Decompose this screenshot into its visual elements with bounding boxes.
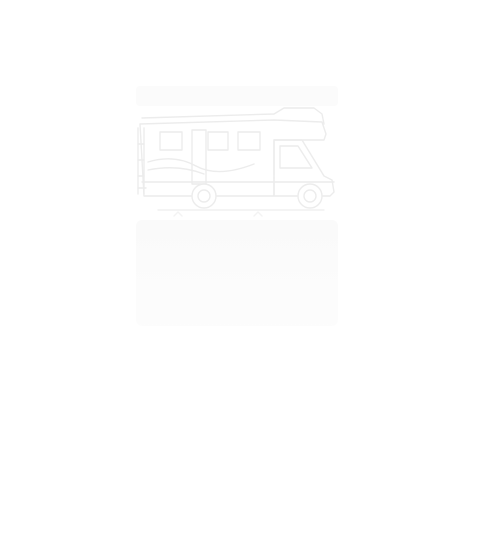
rv-camper-icon <box>136 86 338 217</box>
faded-text-block <box>136 220 338 326</box>
camper-design <box>134 84 340 330</box>
